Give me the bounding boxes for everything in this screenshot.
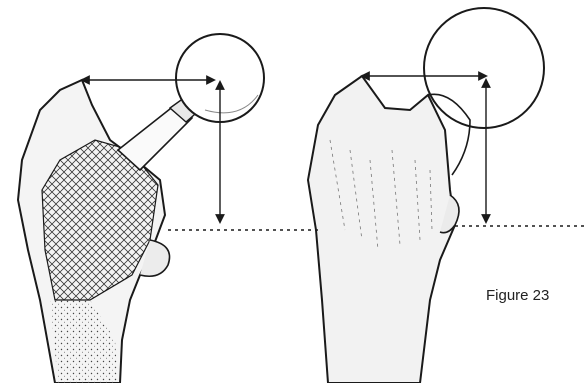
natural-femur	[308, 8, 544, 383]
implant-femur	[18, 34, 264, 383]
figure-caption: Figure 23	[486, 287, 549, 304]
natural-femur-head	[424, 8, 544, 128]
natural-femur-bone	[308, 76, 455, 383]
